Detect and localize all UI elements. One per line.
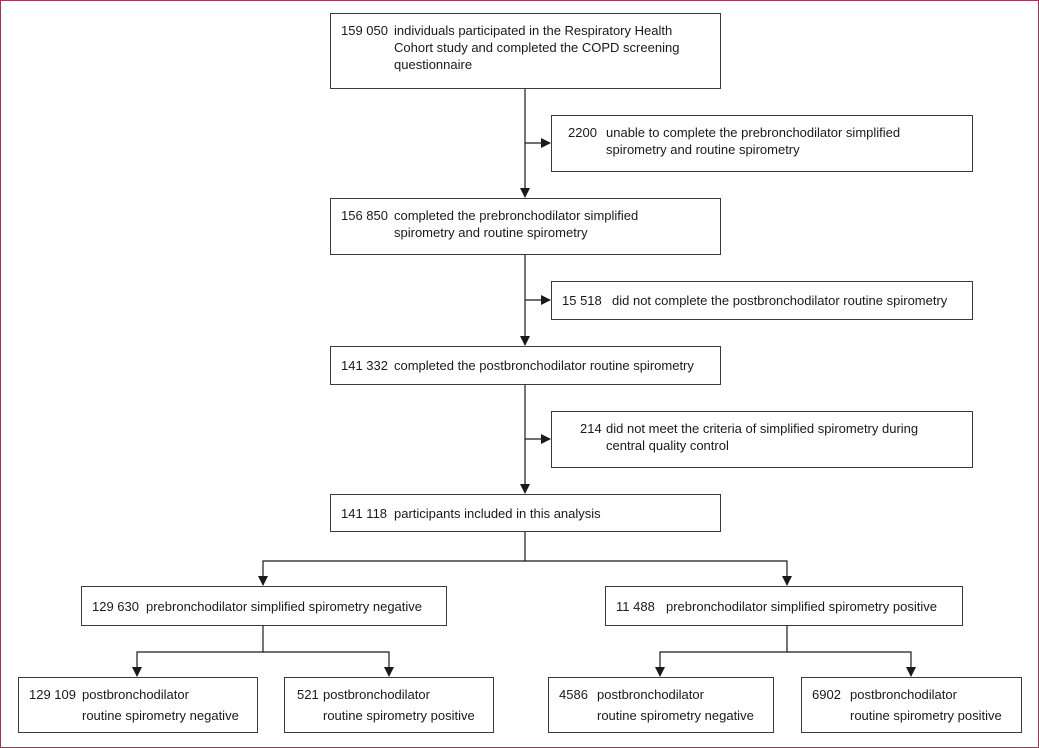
neg-neg-count: 129 109 [29,687,76,702]
completed-postbronch-box: 141 332 completed the postbronchodilator… [330,346,721,385]
pos-neg-box: 4586 postbronchodilator routine spiromet… [548,677,774,733]
pos-pos-line-1: postbronchodilator [850,687,957,702]
cohort-line-1: individuals participated in the Respirat… [394,23,673,38]
split-connector [258,531,526,586]
pos-pos-box: 6902 postbronchodilator routine spiromet… [801,677,1022,733]
pos-neg-count: 4586 [559,687,588,702]
pos-pos-line-2: routine spirometry positive [850,708,1002,723]
exclusion-postbronch-count: 15 518 [562,293,602,308]
pos-pos-count: 6902 [812,687,841,702]
pre-positive-line-1: prebronchodilator simplified spirometry … [666,599,937,614]
left-branch-connector-right [263,651,394,677]
included-box: 141 118 participants included in this an… [330,494,721,532]
neg-neg-box: 129 109 postbronchodilator routine spiro… [18,677,258,733]
cohort-box: 159 050 individuals participated in the … [330,13,721,89]
exclusion-postbronch-box: 15 518 did not complete the postbronchod… [551,281,973,320]
completed-prebronch-count: 156 850 [341,208,388,223]
neg-pos-count: 521 [297,687,319,702]
exclusion-prebronch-line-2: spirometry and routine spirometry [606,142,800,157]
cohort-line-2: Cohort study and completed the COPD scre… [394,40,680,55]
right-branch-connector-right [787,651,916,677]
pre-negative-count: 129 630 [92,599,139,614]
exclusion-postbronch-line-1: did not complete the postbronchodilator … [612,293,948,308]
completed-postbronch-count: 141 332 [341,358,388,373]
completed-prebronch-line-2: spirometry and routine spirometry [394,225,588,240]
right-branch-connector [655,626,788,677]
exclusion-quality-count: 214 [580,421,602,436]
exclusion-quality-line-2: central quality control [606,438,729,453]
split-connector-right [525,560,792,586]
exclusion-prebronch-box: 2200 unable to complete the prebronchodi… [551,115,973,172]
completed-prebronch-line-1: completed the prebronchodilator simplifi… [394,208,639,223]
exclusion-quality-line-1: did not meet the criteria of simplified … [606,421,919,436]
left-branch-connector [132,626,264,677]
neg-pos-box: 521 postbronchodilator routine spirometr… [284,677,494,733]
pre-negative-box: 129 630 prebronchodilator simplified spi… [81,586,447,626]
pos-neg-line-1: postbronchodilator [597,687,704,702]
pre-negative-line-1: prebronchodilator simplified spirometry … [146,599,423,614]
cohort-count: 159 050 [341,23,388,38]
cohort-line-3: questionnaire [394,57,473,72]
exclusion-prebronch-count: 2200 [568,125,597,140]
neg-neg-line-1: postbronchodilator [82,687,189,702]
pre-positive-box: 11 488 prebronchodilator simplified spir… [605,586,963,626]
neg-neg-line-2: routine spirometry negative [82,708,239,723]
exclusion-prebronch-line-1: unable to complete the prebronchodilator… [606,125,901,140]
included-count: 141 118 [341,506,388,521]
exclusion-quality-box: 214 did not meet the criteria of simplif… [551,411,973,468]
included-line-1: participants included in this analysis [394,506,601,521]
completed-postbronch-line-1: completed the postbronchodilator routine… [394,358,694,373]
neg-pos-line-2: routine spirometry positive [323,708,475,723]
pos-neg-line-2: routine spirometry negative [597,708,754,723]
neg-pos-line-1: postbronchodilator [323,687,430,702]
pre-positive-count: 11 488 [616,599,655,614]
completed-prebronch-box: 156 850 completed the prebronchodilator … [330,198,721,255]
